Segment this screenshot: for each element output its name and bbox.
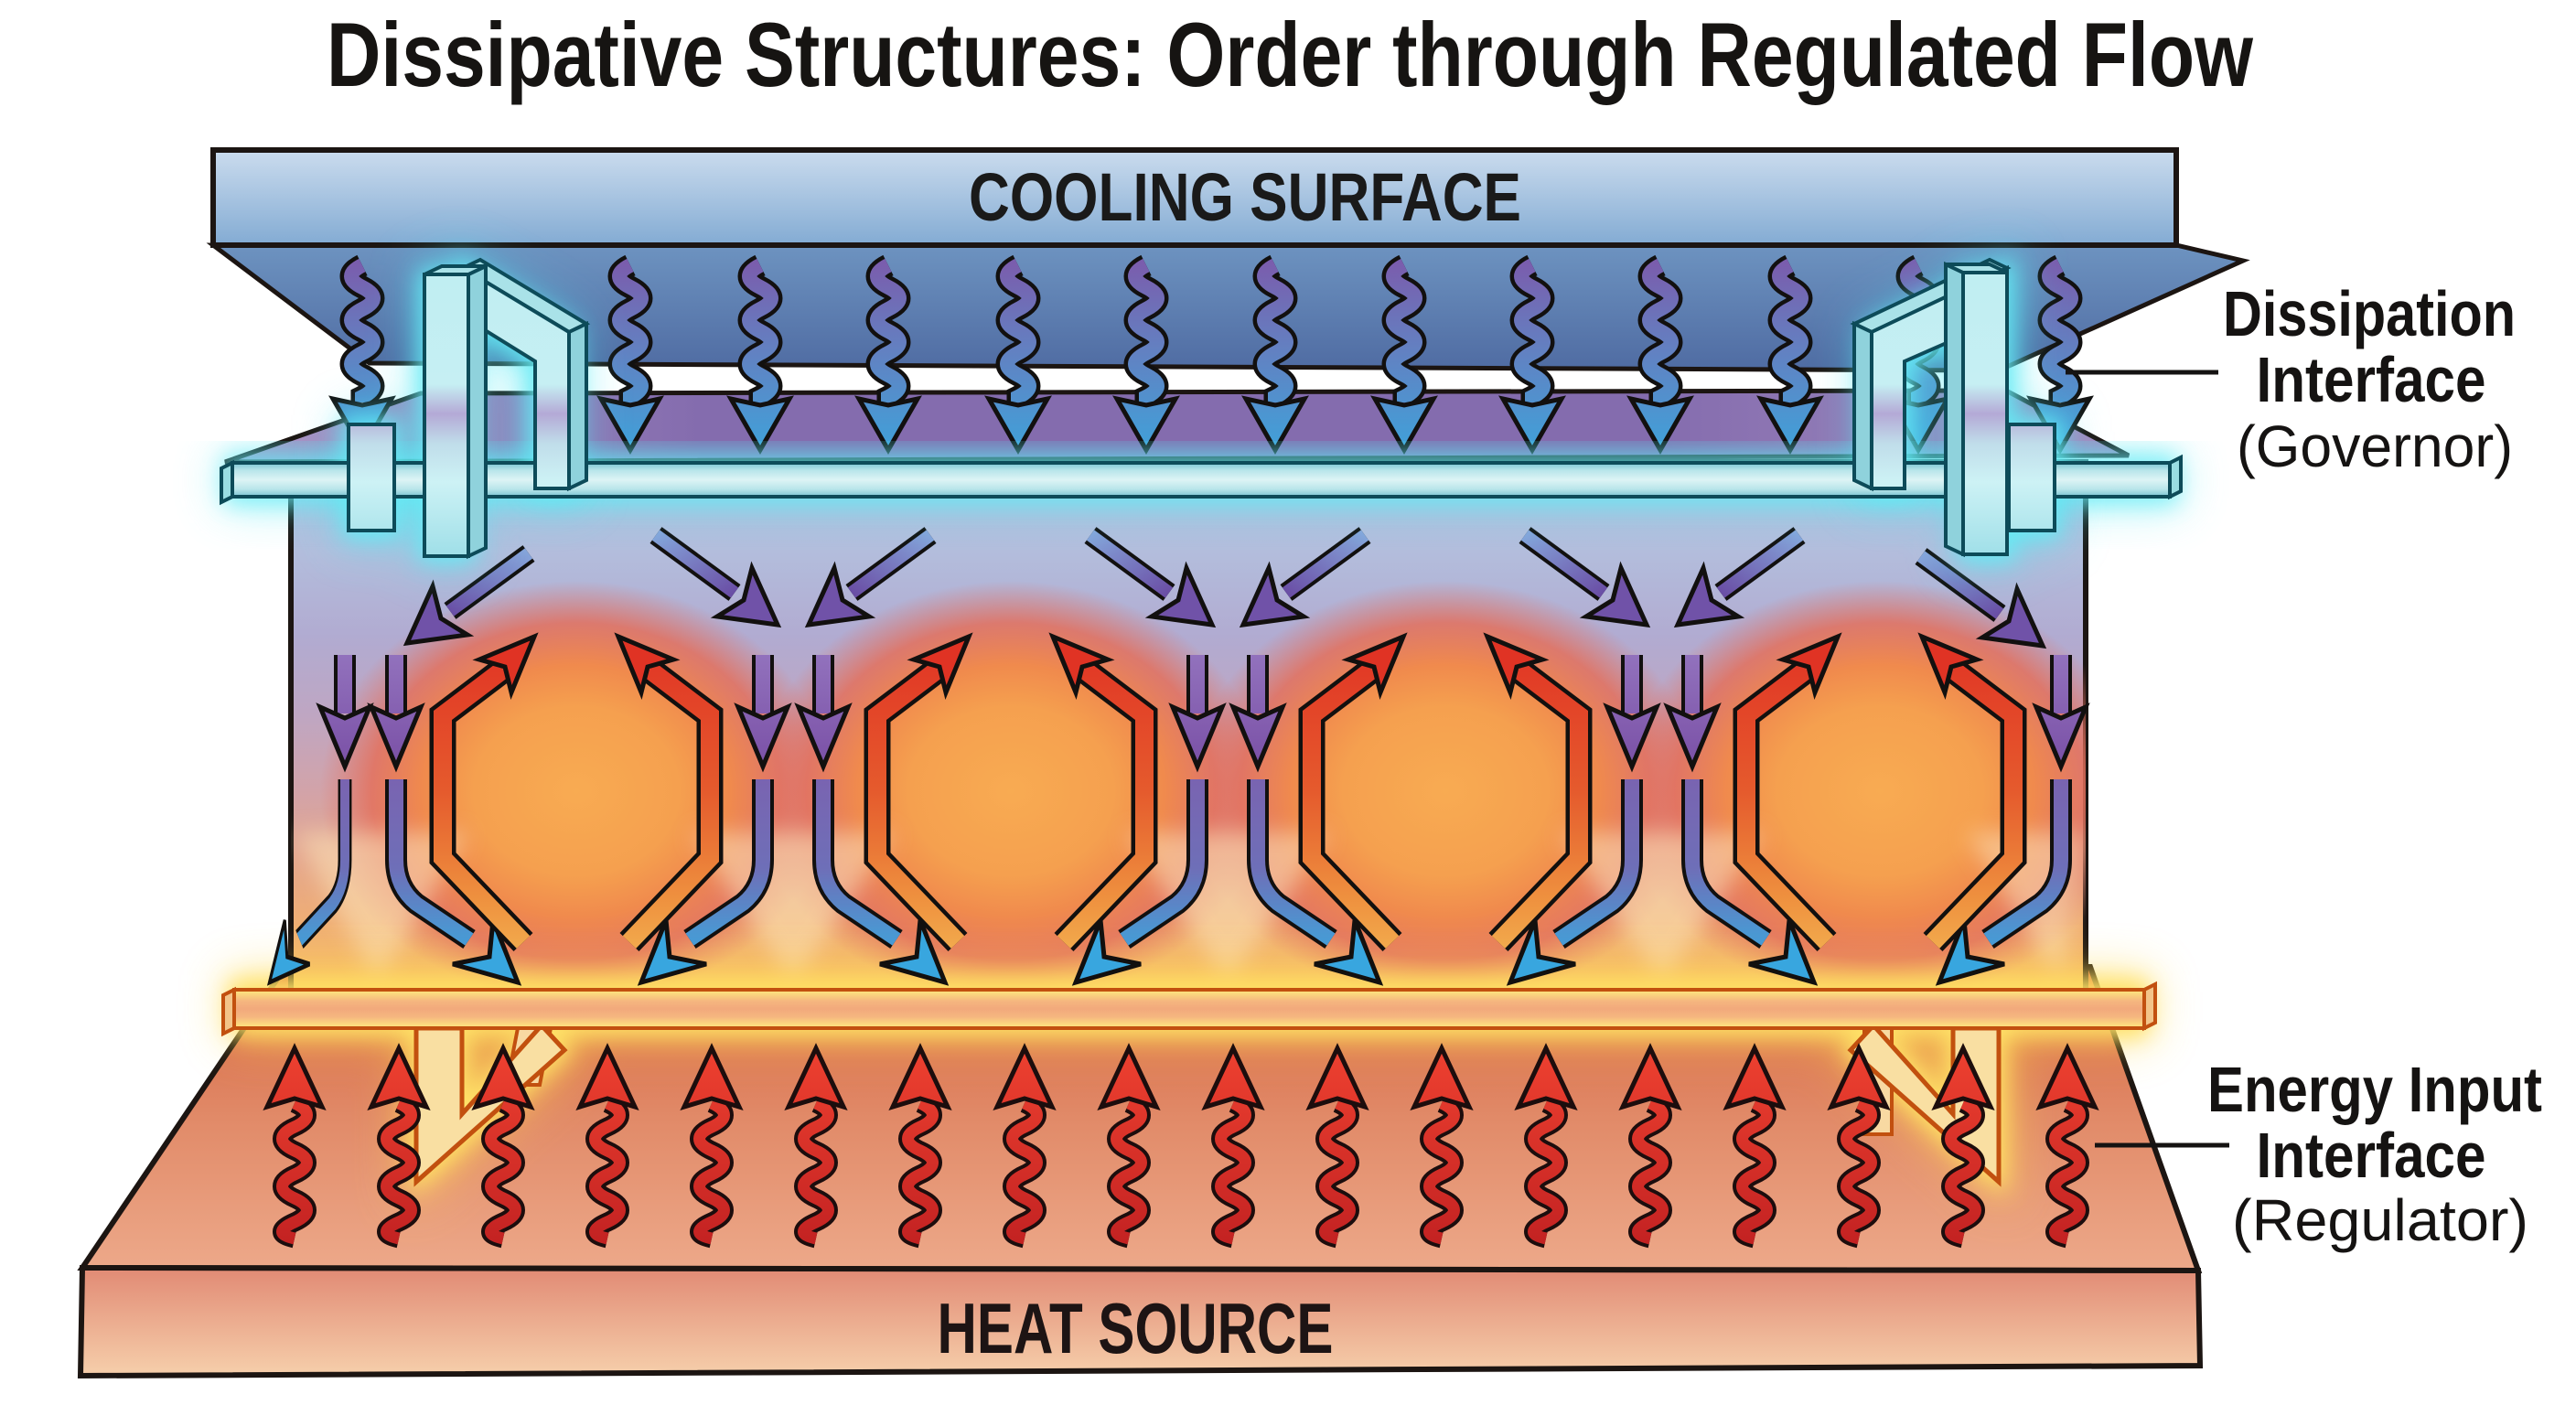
svg-text:Interface: Interface [2257,1120,2486,1191]
svg-text:Dissipation: Dissipation [2223,278,2516,349]
svg-text:Interface: Interface [2257,344,2486,415]
svg-text:(Governor): (Governor) [2237,413,2513,479]
svg-text:COOLING SURFACE: COOLING SURFACE [969,159,1521,235]
svg-text:(Regulator): (Regulator) [2232,1187,2528,1253]
svg-text:HEAT SOURCE: HEAT SOURCE [938,1288,1334,1368]
svg-text:Energy Input: Energy Input [2207,1054,2542,1125]
svg-text:Dissipative Structures: Order: Dissipative Structures: Order through Re… [327,4,2254,105]
